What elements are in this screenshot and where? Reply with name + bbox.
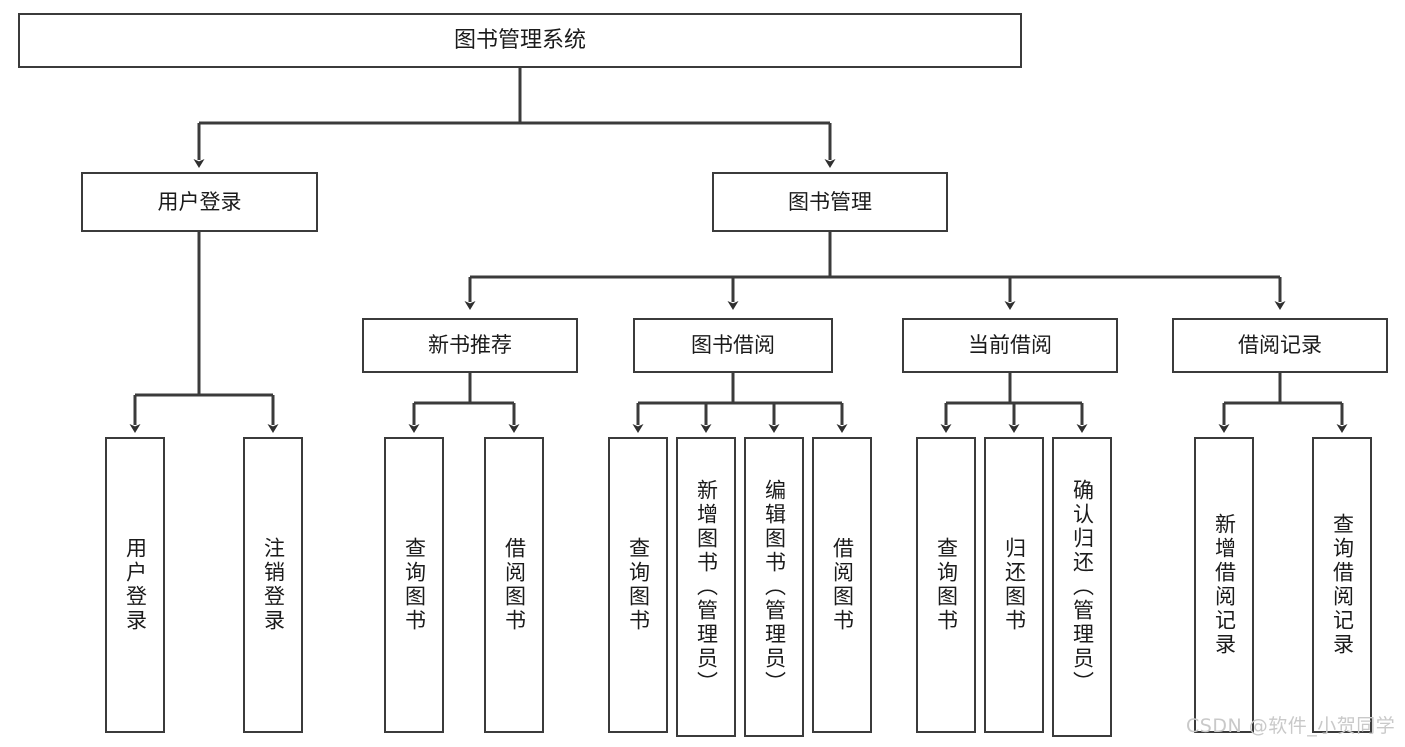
leaf-query-borrow-record[interactable]: 查询借阅记录: [1312, 437, 1372, 733]
node-label: 编辑图书（管理员）: [762, 479, 787, 695]
node-label: 图书管理: [788, 189, 872, 214]
node-label: 借阅记录: [1238, 333, 1322, 358]
leaf-user-login[interactable]: 用户登录: [105, 437, 165, 733]
node-label: 图书管理系统: [453, 27, 586, 53]
node-root-book-management-system[interactable]: 图书管理系统: [18, 13, 1022, 68]
node-label: 借阅图书: [830, 537, 855, 633]
node-label: 当前借阅: [968, 333, 1052, 358]
leaf-borrow-book[interactable]: 借阅图书: [812, 437, 872, 733]
node-label: 用户登录: [157, 189, 242, 214]
node-label: 借阅图书: [502, 537, 527, 633]
node-label: 查询图书: [626, 537, 651, 633]
node-label: 确认归还（管理员）: [1070, 479, 1095, 695]
leaf-query-book-borrow[interactable]: 查询图书: [608, 437, 668, 733]
node-label: 新书推荐: [428, 333, 512, 358]
leaf-edit-book-admin[interactable]: 编辑图书（管理员）: [744, 437, 804, 737]
node-label: 查询借阅记录: [1330, 513, 1355, 657]
leaf-return-book[interactable]: 归还图书: [984, 437, 1044, 733]
leaf-query-book-current[interactable]: 查询图书: [916, 437, 976, 733]
node-user-login[interactable]: 用户登录: [81, 172, 318, 232]
csdn-watermark: CSDN @软件_小贺同学: [1186, 715, 1396, 737]
leaf-query-book-recommend[interactable]: 查询图书: [384, 437, 444, 733]
node-borrow-record[interactable]: 借阅记录: [1172, 318, 1388, 373]
leaf-borrow-book-recommend[interactable]: 借阅图书: [484, 437, 544, 733]
node-label: 图书借阅: [691, 333, 775, 358]
node-label: 查询图书: [934, 537, 959, 633]
leaf-add-book-admin[interactable]: 新增图书（管理员）: [676, 437, 736, 737]
leaf-logout[interactable]: 注销登录: [243, 437, 303, 733]
node-label: 新增借阅记录: [1212, 513, 1237, 657]
node-new-book-recommend[interactable]: 新书推荐: [362, 318, 578, 373]
leaf-add-borrow-record[interactable]: 新增借阅记录: [1194, 437, 1254, 733]
node-label: 新增图书（管理员）: [694, 479, 719, 695]
node-label: 用户登录: [123, 537, 148, 633]
node-book-management[interactable]: 图书管理: [712, 172, 948, 232]
node-current-borrow[interactable]: 当前借阅: [902, 318, 1118, 373]
node-label: 注销登录: [261, 537, 286, 633]
leaf-confirm-return-admin[interactable]: 确认归还（管理员）: [1052, 437, 1112, 737]
node-label: 归还图书: [1002, 537, 1027, 633]
node-book-borrow[interactable]: 图书借阅: [633, 318, 833, 373]
node-label: 查询图书: [402, 537, 427, 633]
